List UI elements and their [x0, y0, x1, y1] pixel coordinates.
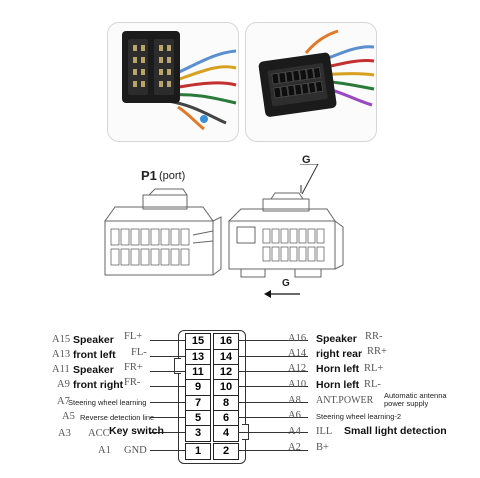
leader-line [150, 340, 185, 341]
leader-line [238, 371, 308, 372]
leader-line [238, 417, 308, 418]
leader-line [238, 432, 308, 433]
pin-desc-a7: Steering wheel learning [68, 398, 147, 407]
pin-4: 4 [213, 425, 239, 442]
port-label: (port) [159, 170, 186, 182]
pin-2: 2 [213, 443, 239, 460]
pin-code-a9: A9 [57, 379, 70, 390]
pin-signal-a12: RL+ [364, 363, 384, 374]
pin-signal-a1: GND [124, 445, 147, 456]
pin-3: 3 [185, 425, 211, 442]
leader-line [150, 417, 185, 418]
pin-10: 10 [213, 379, 239, 396]
pin-9: 9 [185, 379, 211, 396]
leader-line [238, 402, 308, 403]
pin-signal-a16: RR- [365, 331, 383, 342]
leader-line [150, 371, 185, 372]
connector-drawing [95, 185, 345, 295]
g-leader-line [300, 164, 319, 195]
pin-desc-a13: front left [73, 349, 116, 361]
pin-signal-a11: FR+ [124, 362, 143, 373]
pin-desc-a8: Automatic antenna power supply [384, 391, 447, 408]
pin-signal-a9: FR- [124, 377, 141, 388]
pin-code-a2: A2 [288, 442, 301, 453]
pin-13: 13 [185, 349, 211, 366]
harness-photo-head-unit-plug [245, 22, 377, 142]
pin-signal-a3: ACC [88, 428, 110, 439]
leader-line [150, 356, 185, 357]
pin-code-a10: A10 [288, 379, 307, 390]
pin-code-a1: A1 [98, 445, 111, 456]
leader-line [150, 386, 185, 387]
pin-desc-a15: Speaker [73, 334, 114, 346]
leader-line [238, 386, 308, 387]
pin-signal-a10: RL- [364, 379, 381, 390]
pin-desc-a12: Horn left [316, 363, 360, 375]
pin-code-a3: A3 [58, 428, 71, 439]
pin-code-a7: A7 [57, 396, 70, 407]
g-label-top: G [302, 154, 311, 166]
pin-code-a5: A5 [62, 411, 75, 422]
pin-signal-a13: FL- [131, 347, 147, 358]
leader-line [238, 356, 308, 357]
harness-photo-iso-plug [107, 22, 239, 142]
pin-desc-a11: Speaker [73, 364, 114, 376]
direction-arrow-icon [264, 290, 300, 298]
pin-1: 1 [185, 443, 211, 460]
pin-signal-a14: RR+ [367, 346, 387, 357]
leader-line [238, 340, 308, 341]
leader-line [150, 402, 185, 403]
pin-14: 14 [213, 349, 239, 366]
leader-line [238, 450, 308, 451]
pin-signal-a2: B+ [316, 442, 329, 453]
pin-code-a16: A16 [288, 333, 307, 344]
connector-latch-left [174, 358, 181, 374]
pin-code-a8: A8 [288, 395, 301, 406]
pin-code-a12: A12 [288, 363, 307, 374]
pin-desc-a5: Reverse detection line [80, 413, 155, 422]
g-label-bottom: G [282, 278, 290, 289]
pin-desc-a6: Steering wheel learning-2 [316, 412, 402, 421]
pin-signal-a15: FL+ [124, 331, 143, 342]
leader-line [150, 450, 185, 451]
pin-code-a15: A15 [52, 334, 71, 345]
pin-code-a6: A6 [288, 410, 301, 421]
pin-code-a11: A11 [52, 364, 70, 375]
pin-15: 15 [185, 333, 211, 350]
pin-code-a14: A14 [288, 348, 307, 359]
pin-code-a13: A13 [52, 349, 71, 360]
pin-desc-a14: right rear [316, 348, 363, 360]
pin-desc-a16: Speaker [316, 333, 357, 345]
pin-signal-a4: ILL [316, 426, 333, 437]
pin-desc-a10: Horn left [316, 379, 360, 391]
pin-desc-a4: Small light detection [344, 425, 447, 437]
pin-desc-a3: Key switch [109, 425, 164, 437]
pin-desc-a9: front right [73, 379, 124, 391]
p1-label: P1 [141, 168, 157, 183]
pin-signal-a8: ANT.POWER [316, 395, 374, 406]
leader-line [150, 432, 185, 433]
pin-16: 16 [213, 333, 239, 350]
pin-code-a4: A4 [288, 426, 301, 437]
